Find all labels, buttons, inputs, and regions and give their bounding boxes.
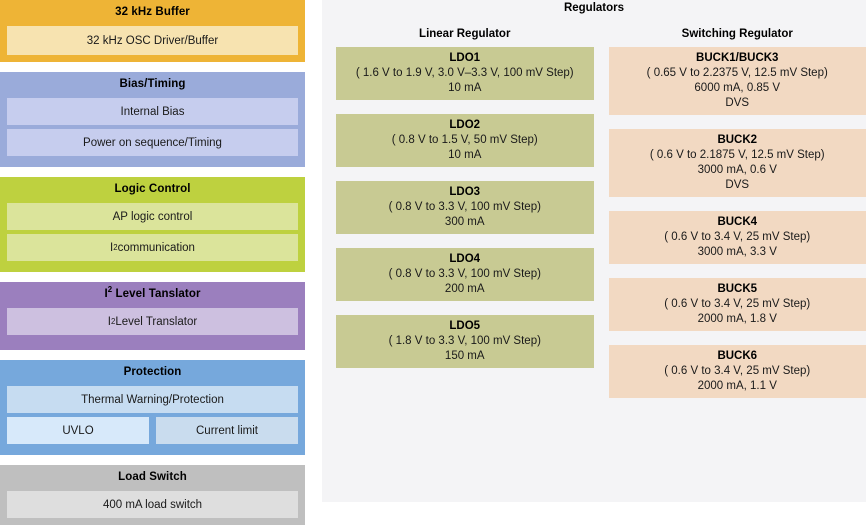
block-gap [0,62,305,72]
regulator-spec-line: DVS [725,96,749,111]
regulator-column-header: Switching Regulator [609,22,866,47]
regulator-name: LDO3 [449,185,480,200]
regulator-spec-line: 2000 mA, 1.1 V [698,379,777,394]
regulator-spec-line: ( 1.6 V to 1.9 V, 3.0 V–3.3 V, 100 mV St… [356,66,574,81]
regulator-spec-line: 10 mA [448,81,481,96]
function-item-internal-bias: Internal Bias [7,98,298,125]
regulator-card-ldo5: LDO5( 1.8 V to 3.3 V, 100 mV Step)150 mA [336,315,594,368]
regulator-column-header: Linear Regulator [336,22,594,47]
regulator-spec-line: ( 0.6 V to 3.4 V, 25 mV Step) [664,297,810,312]
function-block-title: I2 Level Tanslator [7,285,298,304]
regulators-heading: Regulators [322,1,866,16]
regulator-name: LDO4 [449,252,480,267]
regulator-card-buck4: BUCK4( 0.6 V to 3.4 V, 25 mV Step)3000 m… [609,211,866,264]
function-item-power-on-sequence-timing: Power on sequence/Timing [7,129,298,156]
block-gap [0,272,305,282]
regulator-spec-line: ( 0.8 V to 3.3 V, 100 mV Step) [389,267,541,282]
function-block-title: 32 kHz Buffer [7,3,298,22]
block-gap [0,455,305,465]
regulator-card-buck6: BUCK6( 0.6 V to 3.4 V, 25 mV Step)2000 m… [609,345,866,398]
regulator-spec-line: DVS [725,178,749,193]
regulator-spec-line: 6000 mA, 0.85 V [694,81,780,96]
regulator-name: BUCK4 [717,215,757,230]
regulator-spec-line: ( 0.6 V to 3.4 V, 25 mV Step) [664,230,810,245]
regulator-spec-line: 10 mA [448,148,481,163]
regulator-spec-line: ( 0.6 V to 2.1875 V, 12.5 mV Step) [650,148,825,163]
regulator-spec-line: ( 0.65 V to 2.2375 V, 12.5 mV Step) [647,66,828,81]
regulator-spec-line: ( 0.8 V to 1.5 V, 50 mV Step) [392,133,538,148]
regulator-card-buck2: BUCK2( 0.6 V to 2.1875 V, 12.5 mV Step)3… [609,129,866,197]
block-gap [0,167,305,177]
regulator-name: BUCK6 [717,349,757,364]
function-block-title: Bias/Timing [7,75,298,94]
function-block-32-khz-buffer: 32 kHz Buffer 32 kHz OSC Driver/Buffer [0,0,305,62]
function-block-title: Protection [7,363,298,382]
function-block-load-switch: Load Switch 400 mA load switch [0,465,305,525]
function-item-ap-logic-control: AP logic control [7,203,298,230]
regulator-name: BUCK1/BUCK3 [696,51,778,66]
block-gap [0,350,305,360]
regulator-name: LDO1 [449,51,480,66]
regulator-card-ldo2: LDO2( 0.8 V to 1.5 V, 50 mV Step)10 mA [336,114,594,167]
regulator-spec-line: 300 mA [445,215,485,230]
regulator-name: BUCK2 [717,133,757,148]
regulator-spec-line: ( 0.8 V to 3.3 V, 100 mV Step) [389,200,541,215]
regulator-spec-line: ( 0.6 V to 3.4 V, 25 mV Step) [664,364,810,379]
function-block-title: Logic Control [7,180,298,199]
function-item-thermal-warning-protection: Thermal Warning/Protection [7,386,298,413]
regulator-name: LDO5 [449,319,480,334]
regulator-card-ldo1: LDO1( 1.6 V to 1.9 V, 3.0 V–3.3 V, 100 m… [336,47,594,100]
regulator-spec-line: 3000 mA, 3.3 V [698,245,777,260]
function-item-32-khz-osc-driver-buffer: 32 kHz OSC Driver/Buffer [7,26,298,55]
regulator-card-buck1-buck3: BUCK1/BUCK3( 0.65 V to 2.2375 V, 12.5 mV… [609,47,866,115]
function-item-current-limit: Current limit [156,417,298,444]
regulator-spec-line: 150 mA [445,349,485,364]
regulator-card-buck5: BUCK5( 0.6 V to 3.4 V, 25 mV Step)2000 m… [609,278,866,331]
regulator-spec-line: 3000 mA, 0.6 V [698,163,777,178]
regulator-spec-line: 2000 mA, 1.8 V [698,312,777,327]
function-item-400-ma-load-switch: 400 mA load switch [7,491,298,518]
regulator-name: LDO2 [449,118,480,133]
function-item-uvlo: UVLO [7,417,149,444]
function-item-row: UVLO Current limit [7,417,298,444]
regulator-name: BUCK5 [717,282,757,297]
regulator-spec-line: 200 mA [445,282,485,297]
superscript-two: 2 [108,285,112,294]
regulator-card-ldo3: LDO3( 0.8 V to 3.3 V, 100 mV Step)300 mA [336,181,594,234]
regulator-card-ldo4: LDO4( 0.8 V to 3.3 V, 100 mV Step)200 mA [336,248,594,301]
function-block-title: Load Switch [7,468,298,487]
regulator-spec-line: ( 1.8 V to 3.3 V, 100 mV Step) [389,334,541,349]
